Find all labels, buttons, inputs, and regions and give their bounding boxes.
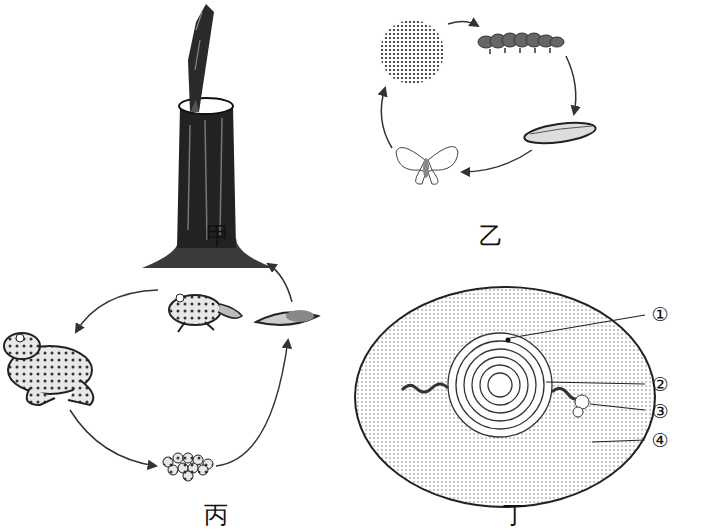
callout-number: ② <box>651 375 668 394</box>
bird-egg-structure <box>355 287 655 507</box>
panel-label: 丁 <box>503 503 527 527</box>
frog-life-cycle <box>4 264 318 481</box>
grafting-figure <box>142 4 274 268</box>
callout-number: ① <box>651 305 668 324</box>
panel-label: 乙 <box>479 224 503 248</box>
silkworm-life-cycle <box>380 20 597 184</box>
panel-label: 丙 <box>204 503 228 527</box>
callout-number: ③ <box>651 402 668 421</box>
panel-label: 甲 <box>206 224 230 248</box>
callout-number: ④ <box>651 431 668 450</box>
